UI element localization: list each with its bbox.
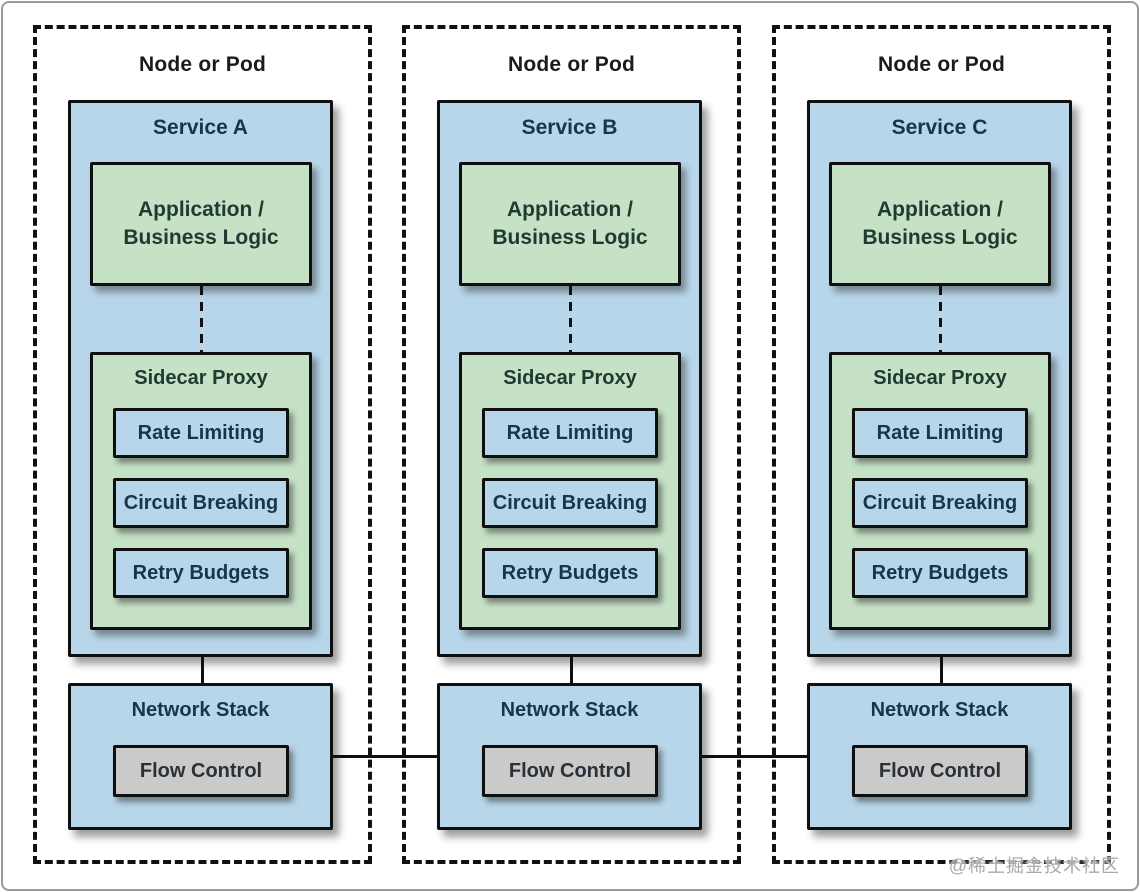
app-label-line1: Application / [507,197,633,221]
network-link-1-2 [333,755,437,758]
app-label-line2: Business Logic [123,226,279,249]
sidecar-title: Sidecar Proxy [134,367,268,389]
circuit-breaking-box: Circuit Breaking [852,478,1028,528]
network-stack-box: Network Stack Flow Control [437,683,702,830]
rate-limiting-box: Rate Limiting [482,408,658,458]
app-label-line1: Application / [138,197,264,221]
application-business-logic-box: Application / Business Logic [829,162,1051,286]
flow-control-box: Flow Control [852,745,1028,797]
sidecar-title: Sidecar Proxy [873,367,1007,389]
node-title: Node or Pod [877,53,1006,76]
retry-budgets-box: Retry Budgets [852,548,1028,598]
service-title: Service B [521,116,618,139]
sidecar-proxy-box: Sidecar Proxy Rate Limiting Circuit Brea… [459,352,681,630]
rate-limiting-box: Rate Limiting [113,408,289,458]
retry-budgets-box: Retry Budgets [113,548,289,598]
watermark: @稀土掘金技术社区 [948,856,1120,876]
node-title: Node or Pod [138,53,267,76]
network-title: Network Stack [870,699,1009,721]
application-business-logic-box: Application / Business Logic [459,162,681,286]
sidecar-title: Sidecar Proxy [503,367,637,389]
service-a-box: Service A Application / Business Logic S… [68,100,333,657]
circuit-breaking-box: Circuit Breaking [113,478,289,528]
network-link-2-3 [702,755,807,758]
service-to-network-connector [570,657,573,684]
sidecar-proxy-box: Sidecar Proxy Rate Limiting Circuit Brea… [829,352,1051,630]
flow-control-box: Flow Control [113,745,289,797]
sidecar-proxy-box: Sidecar Proxy Rate Limiting Circuit Brea… [90,352,312,630]
service-c-box: Service C Application / Business Logic S… [807,100,1072,657]
flow-control-box: Flow Control [482,745,658,797]
node-title: Node or Pod [507,53,636,76]
service-title: Service A [153,116,248,139]
network-stack-box: Network Stack Flow Control [68,683,333,830]
node-or-pod-1: Node or Pod Service A Application / Busi… [33,25,372,864]
network-title: Network Stack [131,699,270,721]
app-to-sidecar-dashed-connector [569,286,572,352]
app-label-line1: Application / [877,197,1003,221]
service-b-box: Service B Application / Business Logic S… [437,100,702,657]
retry-budgets-box: Retry Budgets [482,548,658,598]
app-label-line2: Business Logic [862,226,1018,249]
circuit-breaking-box: Circuit Breaking [482,478,658,528]
network-stack-box: Network Stack Flow Control [807,683,1072,830]
network-title: Network Stack [500,699,639,721]
rate-limiting-box: Rate Limiting [852,408,1028,458]
application-business-logic-box: Application / Business Logic [90,162,312,286]
node-or-pod-3: Node or Pod Service C Application / Busi… [772,25,1111,864]
service-title: Service C [891,116,988,139]
app-label-line2: Business Logic [492,226,648,249]
service-to-network-connector [201,657,204,684]
node-or-pod-2: Node or Pod Service B Application / Busi… [402,25,741,864]
service-to-network-connector [940,657,943,684]
app-to-sidecar-dashed-connector [200,286,203,352]
app-to-sidecar-dashed-connector [939,286,942,352]
